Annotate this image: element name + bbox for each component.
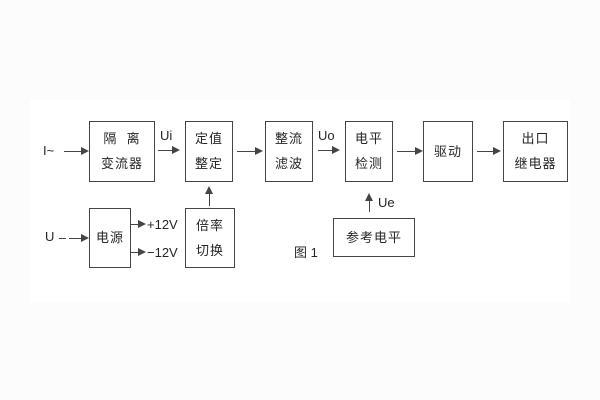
arrow-right-icon [477, 147, 501, 155]
block-text: 驱动 [433, 143, 462, 159]
block-text: 隔 离 [103, 131, 141, 146]
arrow-right-icon [64, 147, 89, 155]
block-text: 倍率 [195, 217, 224, 233]
input-current-label: I~ [43, 143, 55, 158]
arrow-right-icon [131, 248, 146, 256]
figure-caption: 图 1 [294, 245, 318, 260]
arrow-right-icon [158, 146, 180, 154]
block-isolation-converter: 隔 离 变流器 [89, 121, 155, 182]
ue-signal-label: Ue [378, 195, 395, 210]
arrow-right-icon [318, 146, 340, 154]
block-setpoint-setting: 定值 整定 [185, 121, 233, 182]
block-text: 整流 [274, 131, 303, 146]
block-text: 电平 [354, 131, 383, 146]
block-text: 检测 [354, 156, 383, 171]
block-level-detection: 电平 检测 [345, 121, 393, 182]
block-text: 整定 [194, 156, 223, 171]
minus-12v-label: −12V [147, 245, 178, 260]
input-voltage-label: U [45, 229, 55, 244]
block-text: 变流器 [100, 156, 143, 171]
block-ratio-switch: 倍率 切换 [185, 208, 235, 268]
ui-signal-label: Ui [160, 128, 173, 143]
block-reference-level: 参考电平 [333, 218, 415, 257]
block-text: 定值 [194, 131, 223, 146]
block-text: 出口 [521, 131, 550, 146]
block-drive: 驱动 [423, 121, 473, 182]
uo-signal-label: Uo [318, 128, 335, 143]
dash-segment [59, 238, 66, 239]
arrow-right-icon [397, 147, 423, 155]
arrow-right-icon [237, 147, 263, 155]
block-text: 参考电平 [345, 229, 402, 245]
block-text: 切换 [195, 242, 224, 258]
arrow-right-icon [131, 220, 146, 228]
arrow-up-icon [365, 193, 373, 212]
plus-12v-label: +12V [147, 217, 178, 232]
block-text: 滤波 [274, 156, 303, 171]
block-power-supply: 电源 [89, 208, 131, 268]
arrow-up-icon [205, 186, 213, 206]
block-text: 继电器 [514, 156, 557, 171]
block-text: 电源 [95, 230, 124, 245]
block-rectifier-filter: 整流 滤波 [265, 121, 313, 182]
arrow-right-icon [69, 234, 89, 242]
block-output-relay: 出口 继电器 [503, 121, 568, 182]
